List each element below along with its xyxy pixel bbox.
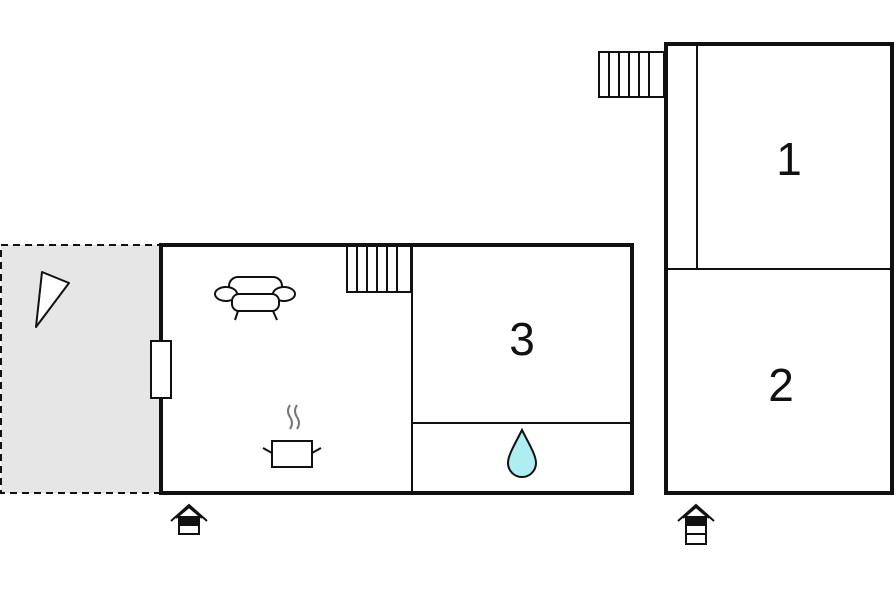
room-1-label: 1 xyxy=(776,133,802,185)
window-icon xyxy=(150,340,172,399)
cooking-pot-icon xyxy=(262,404,322,468)
room-3-label: 3 xyxy=(509,313,535,365)
entrance-icon xyxy=(677,503,715,545)
room-2-label: 2 xyxy=(768,359,794,411)
terrace-area xyxy=(0,244,162,494)
building-right: 1 2 xyxy=(664,42,894,495)
building-left: 3 xyxy=(150,243,634,495)
sunshade-icon xyxy=(35,271,70,328)
stairs-icon xyxy=(598,51,665,98)
water-drop-icon xyxy=(506,427,538,478)
stairs-icon xyxy=(346,245,412,293)
sofa-icon xyxy=(214,276,296,321)
entrance-icon xyxy=(170,503,208,535)
